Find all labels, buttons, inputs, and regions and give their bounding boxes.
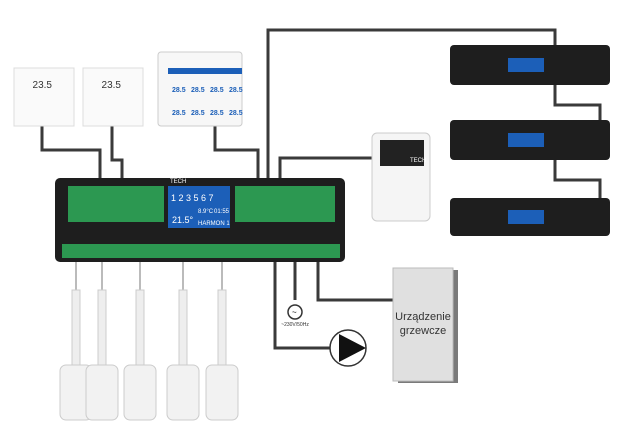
thermostat-1: 23.5: [13, 67, 75, 127]
controller-temp-out: 8.9°C: [198, 209, 214, 215]
wire-module-1: [266, 28, 557, 178]
touch-panel: 28.5 28.5 28.5 28.5 28.5 28.5 28.5 28.5: [157, 51, 243, 127]
panel-tile-value: 28.5: [172, 87, 186, 94]
panel-tile-value: 28.5: [172, 110, 186, 117]
panel-tile-value: 28.5: [229, 110, 243, 117]
actuator: [85, 289, 119, 421]
wire-module-3: [553, 160, 602, 198]
actuator: [123, 289, 157, 421]
wire-extra-module: [278, 156, 372, 178]
actuator: [166, 289, 200, 421]
extra-module-logo: TECH: [410, 158, 426, 164]
wire-module-2: [553, 85, 602, 120]
wires: [40, 28, 602, 350]
wire-actuators: [75, 262, 223, 290]
slave-modules: [450, 45, 610, 236]
thermostat-1-value: 23.5: [33, 80, 53, 91]
power-label: ~230V/50Hz: [281, 322, 309, 328]
panel-tile-value: 28.5: [210, 110, 224, 117]
wire-thermostat-2: [110, 125, 124, 178]
thermostat-2: 23.5: [82, 67, 144, 127]
controller-mode: HARMON 1: [198, 221, 230, 227]
heater-label-2: grzewcze: [400, 325, 446, 337]
panel-tile-value: 28.5: [191, 87, 205, 94]
controller-logo: TECH: [170, 179, 186, 185]
svg-text:~: ~: [292, 308, 297, 317]
power-supply: ~ ~230V/50Hz: [281, 304, 309, 328]
ac-icon: [287, 304, 303, 320]
controller-time: 01:55: [214, 209, 230, 215]
controller-screen: [168, 186, 230, 228]
panel-tile-value: 28.5: [229, 87, 243, 94]
extra-module: TECH: [371, 132, 431, 222]
pump-icon: [329, 329, 367, 367]
main-controller: TECH 1 2 3 5 6 7 21.5° 8.9°C 01:55 HARMO…: [55, 178, 345, 262]
wire-thermostat-1: [40, 125, 102, 178]
thermostat-2-value: 23.5: [102, 80, 122, 91]
wire-heater: [316, 262, 410, 302]
heating-device: Urządzenie grzewcze: [392, 267, 458, 383]
panel-tile-value: 28.5: [191, 110, 205, 117]
wire-pump: [273, 262, 330, 350]
actuator: [205, 289, 239, 421]
controller-temp-main: 21.5°: [172, 215, 194, 225]
heater-label-1: Urządzenie: [395, 311, 451, 323]
controller-zones: 1 2 3 5 6 7: [171, 193, 214, 203]
panel-tile-value: 28.5: [210, 87, 224, 94]
actuators: [59, 289, 239, 421]
wire-panel: [213, 125, 260, 178]
